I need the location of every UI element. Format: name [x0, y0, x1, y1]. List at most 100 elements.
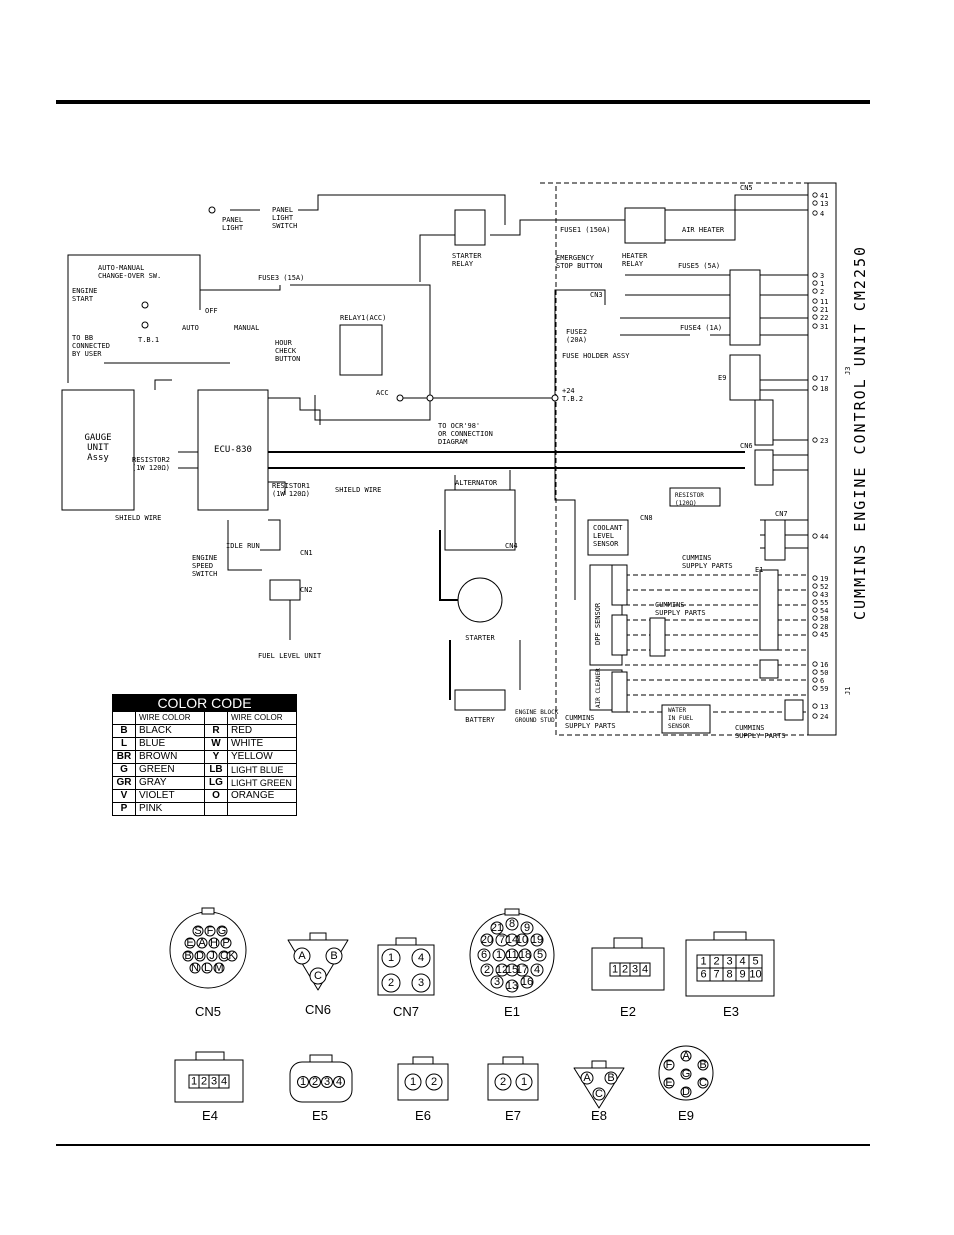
j1-label: J1 — [844, 687, 852, 695]
ecm-pin-terminal — [812, 669, 818, 675]
plus24-terminal — [551, 394, 559, 402]
connector-pin-label: 19 — [531, 934, 543, 946]
color-code: G — [112, 763, 136, 777]
connector-pin — [518, 948, 532, 962]
ecm-pin-terminal — [812, 306, 818, 312]
connector-pin-label: 5 — [752, 956, 758, 968]
starter-label: STARTER — [465, 634, 495, 642]
b4-box — [759, 659, 779, 679]
connector-pin — [293, 947, 311, 965]
ecm-pin-number: 54 — [820, 607, 828, 615]
connector-pin-label: A — [682, 1050, 690, 1062]
cn7-box — [764, 519, 786, 561]
ecu-label: ECU-830 — [214, 445, 252, 455]
connector-pin-label: 7 — [713, 969, 719, 981]
color-name: VIOLET — [135, 789, 205, 803]
e2-label: E2 — [620, 1004, 636, 1019]
connector-pin — [201, 962, 213, 974]
diagram-label: T.B.1 — [138, 336, 159, 344]
connector-pin — [680, 1086, 692, 1098]
connector-pin-label: A — [583, 1072, 591, 1084]
connector-pin-label: G — [682, 1068, 691, 1080]
e2-key — [613, 937, 643, 949]
tb1-terminal-1 — [141, 301, 149, 309]
connector-pin — [325, 947, 343, 965]
connector-pin-label: B — [184, 950, 191, 962]
cn6-box-b — [754, 449, 774, 486]
color-name: BLACK — [135, 724, 205, 738]
connector-pin — [411, 948, 431, 968]
ecm-pin-number: 1 — [820, 280, 824, 288]
connector-pin-label: M — [214, 962, 223, 974]
diagram-label: CN2 — [300, 586, 313, 594]
connector-pin — [226, 950, 238, 962]
connector-pin — [492, 948, 506, 962]
starter-circle — [457, 577, 503, 623]
ecm-pin-terminal — [812, 375, 818, 381]
connector-pin-label: 13 — [506, 980, 518, 992]
connector-pin-label: 21 — [491, 922, 503, 934]
e7-label: E7 — [505, 1108, 521, 1123]
connector-pin — [505, 963, 519, 977]
resistor-e8-label: RESISTOR(120Ω) — [675, 492, 704, 507]
connector-pin — [680, 1068, 692, 1080]
connector-pin — [505, 979, 519, 993]
battery-label: BATTERY — [465, 716, 495, 724]
connector-pin-label: 3 — [324, 1076, 330, 1088]
connector-pin-label: C — [699, 1077, 707, 1089]
connector-pin-label: A — [198, 937, 206, 949]
connector-pin — [680, 1050, 692, 1062]
air-heater-label: AIR HEATER — [682, 226, 725, 234]
e5-label: E5 — [312, 1108, 328, 1123]
panel-light-terminal — [208, 206, 216, 214]
color-name: ORANGE — [227, 789, 297, 803]
connector-pin-label: 10 — [516, 934, 528, 946]
coolant-block — [587, 519, 629, 556]
e8-label: E8 — [591, 1108, 607, 1123]
e6-label: E6 — [415, 1108, 431, 1123]
e9-label: E9 — [678, 1108, 694, 1123]
connector-pin-label: 4 — [534, 964, 540, 976]
connector-pin — [592, 1087, 606, 1101]
connector-pin-label: B — [330, 950, 337, 962]
connector-pin-label: 2 — [431, 1076, 437, 1088]
color-code: P — [112, 802, 136, 816]
diagram-label: FUSE1 (150A) — [560, 226, 611, 234]
ecm-pin-terminal — [812, 591, 818, 597]
connector-pin-label: 3 — [211, 1076, 217, 1088]
connector-pin-label: 2 — [622, 964, 628, 976]
connector-pin-label: 3 — [418, 977, 424, 989]
connector-pin — [477, 948, 491, 962]
fuel-level-label: FUEL LEVEL UNIT — [258, 652, 322, 660]
ecm-pin-terminal — [812, 703, 818, 709]
connector-pin — [520, 975, 534, 989]
connector-pin-label: 1 — [612, 964, 618, 976]
fuse-holder-label: FUSE HOLDER ASSY — [562, 352, 630, 360]
diagram-label: CN3 — [590, 291, 603, 299]
ecm-pin-number: 52 — [820, 583, 828, 591]
color-code: W — [204, 737, 228, 751]
color-name: RED — [227, 724, 297, 738]
ecm-pin-terminal — [812, 280, 818, 286]
ecm-pin-terminal — [812, 314, 818, 320]
connector-pin — [697, 1077, 709, 1089]
connector-pin-label: 20 — [481, 934, 493, 946]
connector-pin-label: 9 — [739, 969, 745, 981]
connector-pin — [404, 1073, 422, 1091]
wire-resistor1 — [268, 481, 286, 495]
cn5-label: CN5 — [195, 1004, 221, 1019]
color-name: YELLOW — [227, 750, 297, 764]
wire-ecu-e — [268, 397, 321, 425]
connector-pin-label: G — [218, 925, 227, 937]
b3-box-a — [611, 614, 628, 656]
e1-key — [504, 908, 520, 916]
